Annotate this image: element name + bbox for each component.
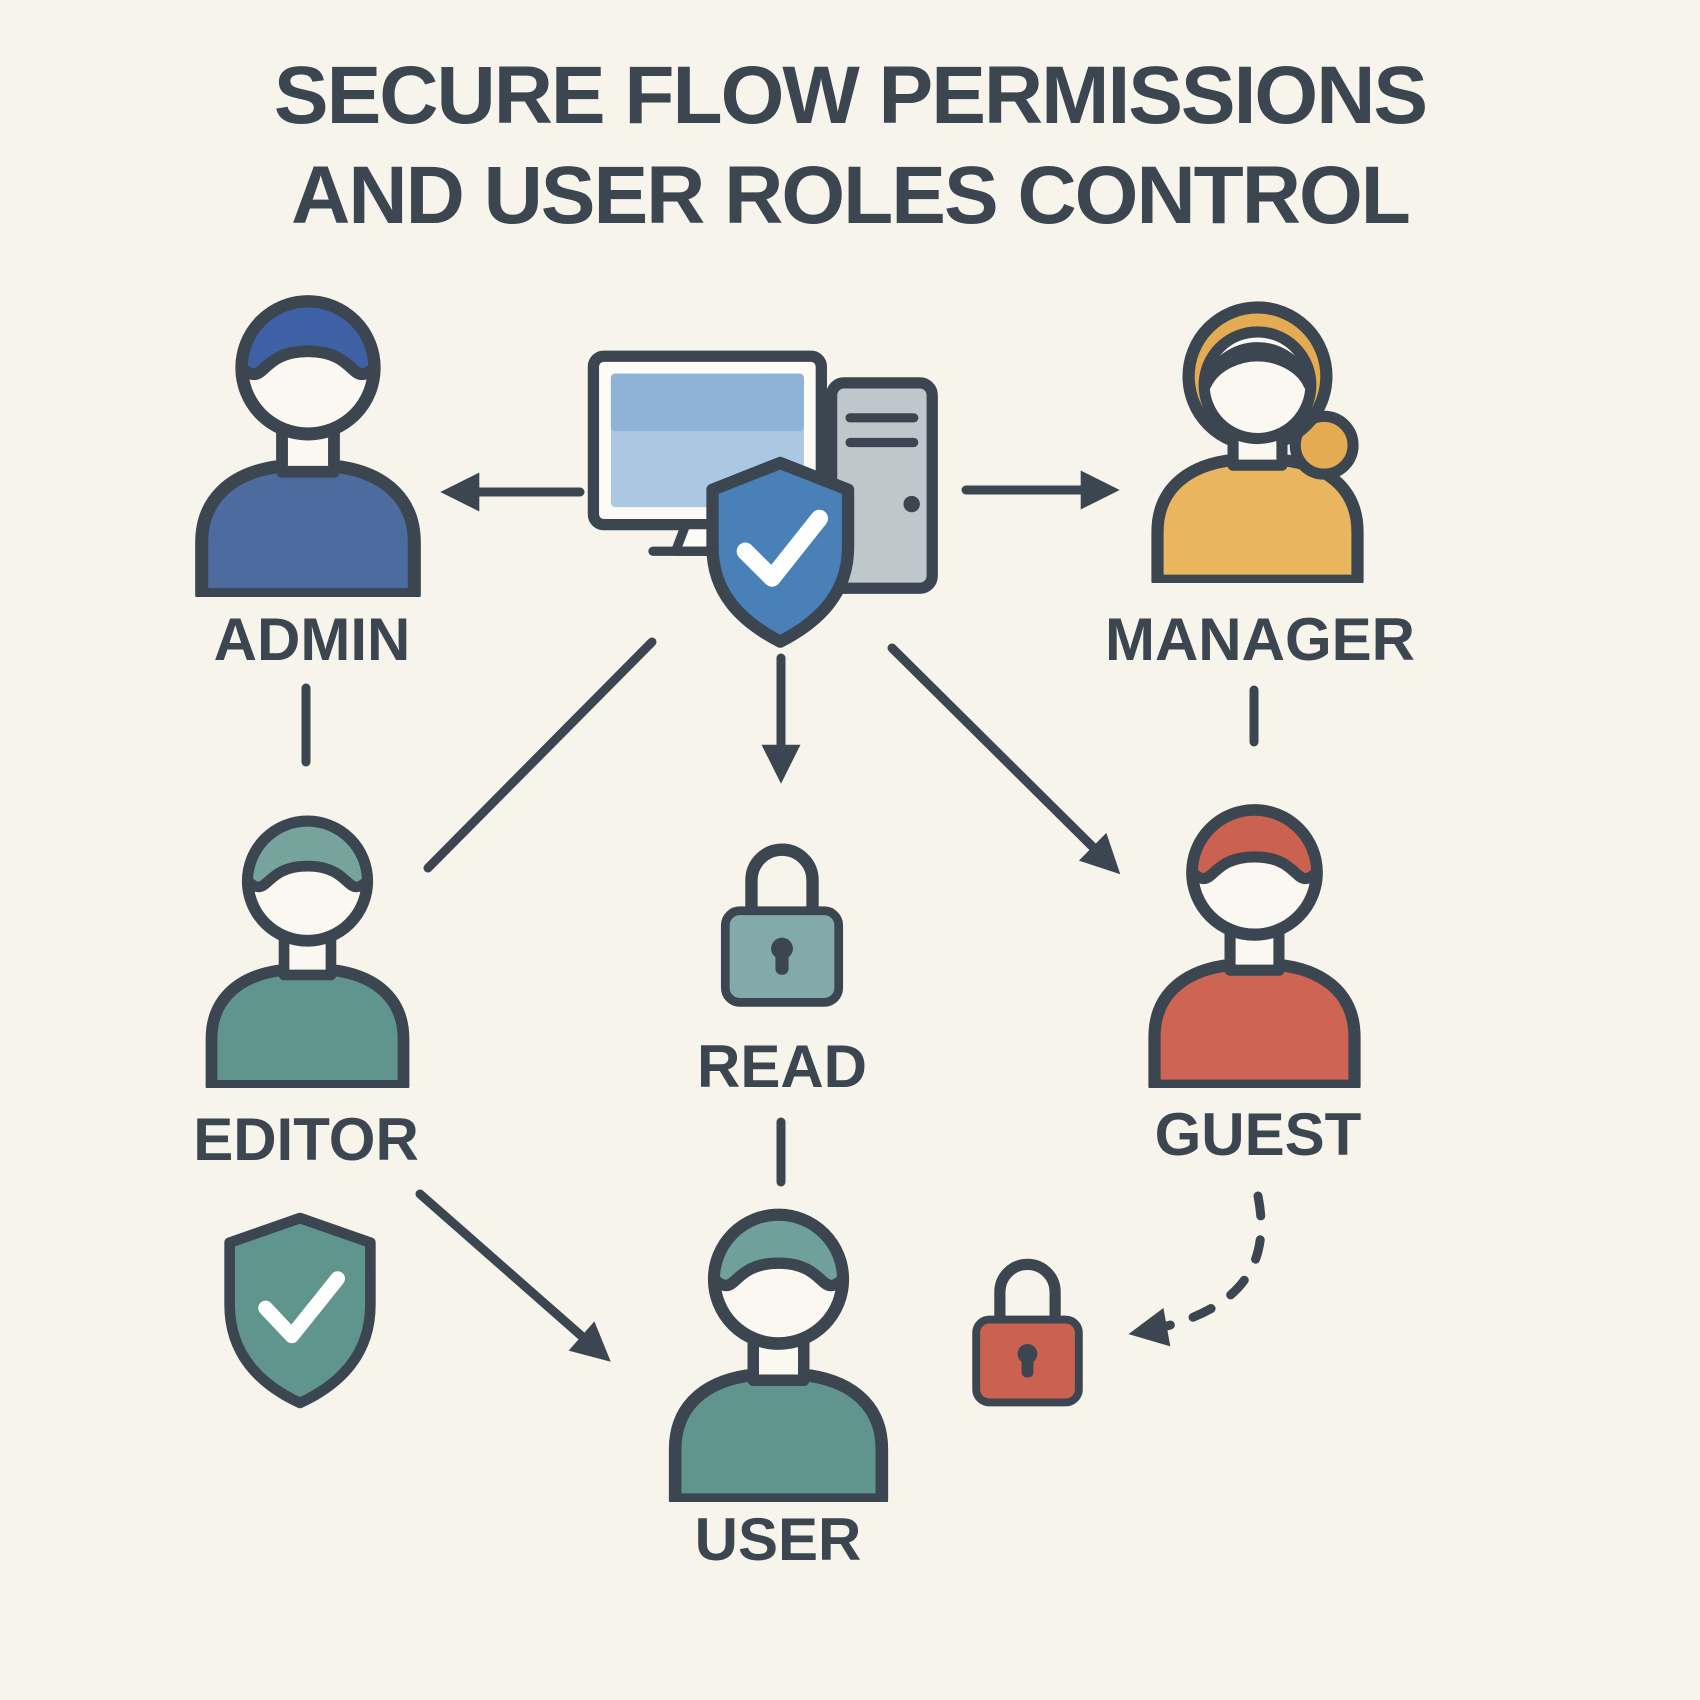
diagram-title: SECURE FLOW PERMISSIONS AND USER ROLES C…: [0, 46, 1700, 246]
secure-system-shield-icon: [585, 348, 955, 656]
line-center-to-editor: [423, 637, 657, 873]
manager-person-icon: [1135, 283, 1380, 583]
user-person-icon: [652, 1192, 905, 1502]
arrow-center-to-guest: [887, 643, 1121, 875]
red-lock-icon: [955, 1242, 1100, 1413]
admin-person-icon: [178, 278, 438, 597]
read-label: READ: [696, 1033, 867, 1100]
dashed-arrow-guest-to-lock: [1128, 1191, 1266, 1347]
read-lock-icon: [702, 825, 862, 1014]
title-line-1: SECURE FLOW PERMISSIONS: [273, 50, 1428, 141]
arrow-editor-to-user: [415, 1189, 611, 1362]
user-label: USER: [694, 1506, 862, 1573]
guest-person-icon: [1132, 788, 1377, 1088]
title-line-2: AND USER ROLES CONTROL: [291, 150, 1411, 242]
admin-label: ADMIN: [213, 606, 411, 673]
editor-person-icon: [190, 800, 425, 1088]
teal-shield-check-icon: [210, 1208, 390, 1413]
guest-label: GUEST: [1154, 1101, 1362, 1168]
editor-label: EDITOR: [193, 1106, 419, 1173]
manager-label: MANAGER: [1105, 606, 1415, 673]
